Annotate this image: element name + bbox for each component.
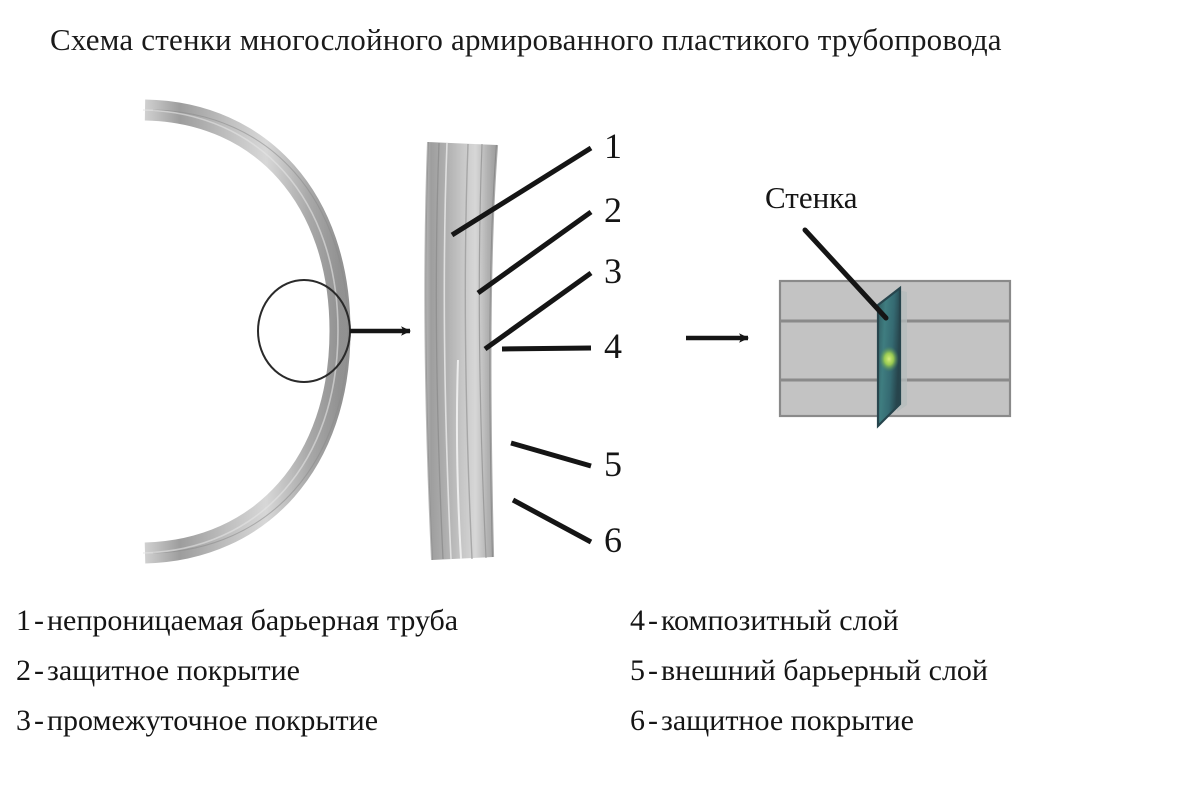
legend-item-5-number: 5 [630,654,645,687]
legend-item-2-number: 2 [16,654,31,687]
legend-dash: - [648,704,658,737]
callout-number-6: 6 [604,520,622,560]
legend-item-3: 3-промежуточное покрытие [16,696,458,746]
pipe-cross-section [142,99,351,564]
legend-item-1-text: непроницаемая барьерная труба [47,604,459,637]
callout-number-1: 1 [604,126,622,166]
legend-item-6: 6-защитное покрытие [630,696,988,746]
leader-line-6 [511,497,593,545]
legend-item-2-text: защитное покрытие [47,654,300,687]
page-title: Схема стенки многослойного армированного… [50,22,1002,57]
leader-line-1 [450,145,593,238]
legend-item-3-number: 3 [16,704,31,737]
inset-label-wall: Стенка [765,180,858,215]
callout-number-3: 3 [604,251,622,291]
callout-number-2: 2 [604,190,622,230]
callout-number-5: 5 [604,444,622,484]
legend-item-4-text: композитный слой [661,604,899,637]
legend-dash: - [648,604,658,637]
legend-dash: - [34,604,44,637]
legend-item-6-text: защитное покрытие [661,704,914,737]
inset-glow-spot [879,346,899,372]
legend-item-3-text: промежуточное покрытие [47,704,379,737]
callout-leader-lines [450,145,593,545]
legend-item-2: 2-защитное покрытие [16,646,458,696]
legend-item-5: 5-внешний барьерный слой [630,646,988,696]
callout-number-4: 4 [604,326,622,366]
leader-line-5 [510,440,592,469]
leader-line-3 [483,270,593,352]
legend-dash: - [34,654,44,687]
legend-item-6-number: 6 [630,704,645,737]
inset-leader-line [802,227,889,321]
legend-item-4: 4-композитный слой [630,596,988,646]
pipe-inset-3d [778,227,1012,429]
leader-line-4 [501,345,592,352]
magnified-wall-segment [424,141,499,561]
legend: 1-непроницаемая барьерная труба 2-защитн… [0,596,1200,766]
legend-column-left: 1-непроницаемая барьерная труба 2-защитн… [16,596,458,746]
legend-item-1: 1-непроницаемая барьерная труба [16,596,458,646]
legend-dash: - [648,654,658,687]
legend-item-5-text: внешний барьерный слой [661,654,988,687]
legend-item-1-number: 1 [16,604,31,637]
legend-item-4-number: 4 [630,604,645,637]
legend-dash: - [34,704,44,737]
leader-line-2 [476,209,593,296]
legend-column-right: 4-композитный слой 5-внешний барьерный с… [630,596,988,746]
diagram-canvas [142,99,1012,564]
